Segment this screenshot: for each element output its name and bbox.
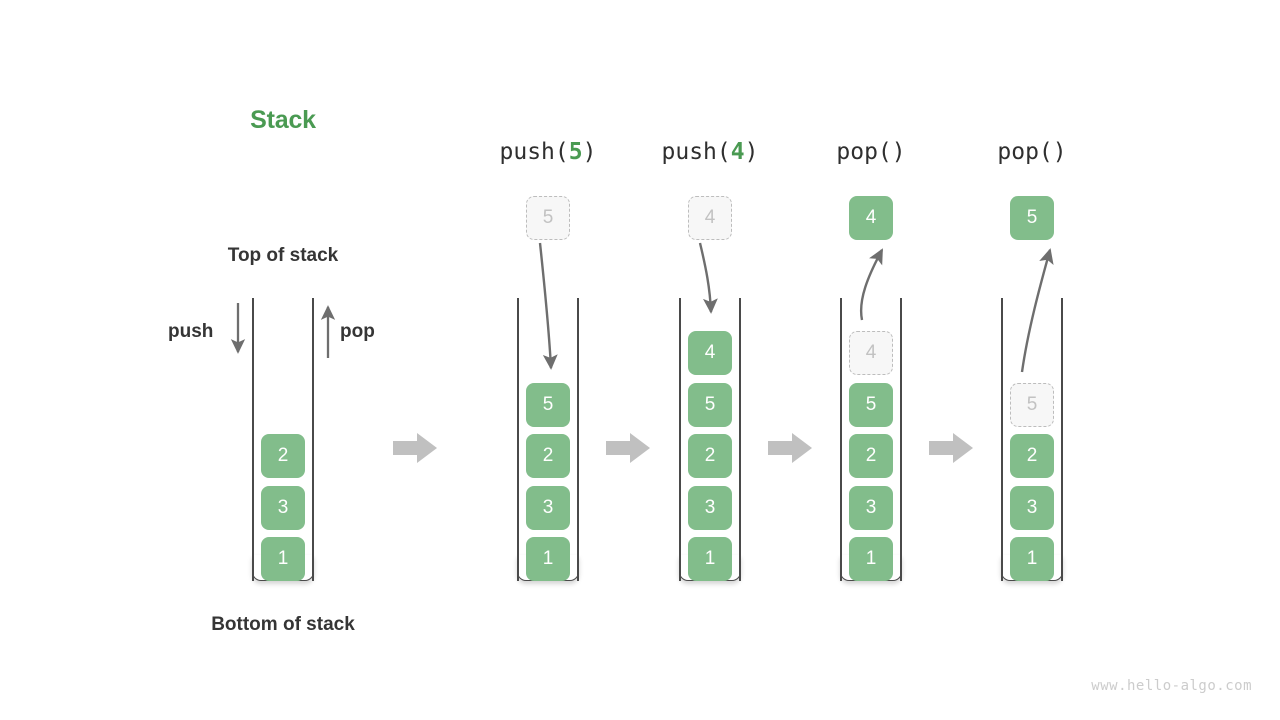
stack-element: 2 (261, 434, 305, 478)
container-left-wall (252, 298, 254, 581)
stack-element: 4 (849, 331, 893, 375)
stack-element: 1 (526, 537, 570, 581)
push-label: push (168, 321, 214, 342)
container-left-wall (679, 298, 681, 581)
stack-element: 2 (526, 434, 570, 478)
stack-element: 3 (1010, 485, 1054, 530)
stack-element: 5 (688, 382, 732, 427)
stack-element: 5 (1010, 382, 1054, 427)
operation-label-pop-1: pop() (771, 139, 971, 165)
floating-element-pop-2: 5 (1010, 196, 1054, 240)
flow-arrow-1 (392, 431, 439, 465)
container-right-wall (739, 298, 741, 581)
container-right-wall (900, 298, 902, 581)
stack-element: 2 (688, 434, 732, 478)
flow-arrow-2 (606, 431, 652, 465)
container-right-wall (577, 298, 579, 581)
flow-arrow-3 (767, 431, 814, 465)
stack-element: 2 (1010, 434, 1054, 478)
op-close-paren: ) (744, 139, 759, 165)
operation-label-push-4: push(4) (610, 139, 810, 165)
watermark: www.hello-algo.com (1091, 678, 1252, 694)
stack-element: 1 (1010, 537, 1054, 581)
op-name: pop( (997, 139, 1053, 165)
stack-element: 1 (261, 537, 305, 581)
pop-label: pop (340, 321, 375, 342)
stack-element: 1 (688, 537, 732, 581)
bottom-of-stack-label: Bottom of stack (211, 614, 355, 635)
container-right-wall (312, 298, 314, 581)
floating-element-push-4: 4 (688, 196, 732, 240)
operation-label-pop-2: pop() (932, 139, 1132, 165)
op-close-paren: ) (891, 139, 906, 165)
op-argument: 5 (568, 139, 583, 165)
stack-element: 3 (849, 485, 893, 530)
op-argument: 4 (730, 139, 745, 165)
container-left-wall (840, 298, 842, 581)
op-close-paren: ) (1052, 139, 1067, 165)
top-of-stack-label: Top of stack (227, 245, 339, 266)
stack-element: 3 (261, 485, 305, 530)
stack-element: 1 (849, 537, 893, 581)
stack-element: 5 (526, 382, 570, 427)
op-name: pop( (836, 139, 892, 165)
page-title: Stack (250, 106, 316, 134)
op-name: push( (499, 139, 569, 165)
stack-element: 4 (688, 331, 732, 375)
floating-element-pop-1: 4 (849, 196, 893, 240)
flow-arrow-4 (928, 431, 975, 465)
stack-element: 3 (526, 485, 570, 530)
stack-element: 2 (849, 434, 893, 478)
floating-element-push-5: 5 (526, 196, 570, 240)
operation-label-push-5: push(5) (448, 139, 648, 165)
container-left-wall (517, 298, 519, 581)
stack-element: 5 (849, 382, 893, 427)
stack-element: 3 (688, 485, 732, 530)
container-left-wall (1001, 298, 1003, 581)
op-close-paren: ) (582, 139, 597, 165)
container-right-wall (1061, 298, 1063, 581)
op-name: push( (661, 139, 731, 165)
